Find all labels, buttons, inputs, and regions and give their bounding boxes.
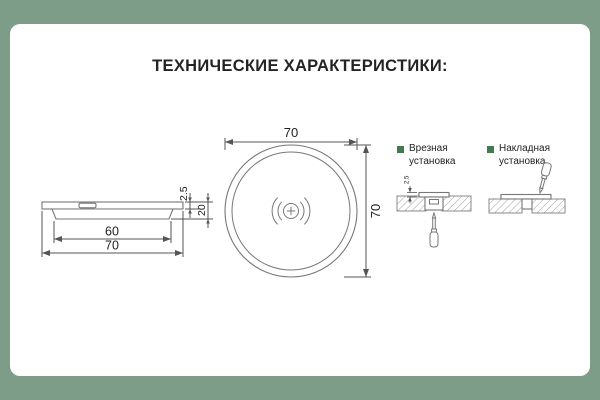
dim-diameter-horizontal: 70: [284, 125, 298, 140]
screwdriver-icon: [539, 162, 552, 195]
dim-body-width: 60: [105, 225, 119, 239]
top-view: 70 70: [224, 125, 383, 278]
dim-diameter-vertical: 70: [368, 204, 383, 218]
dim-flange-thickness: 2.5: [178, 186, 190, 201]
surface-mount-label: Накладная установка: [499, 143, 551, 167]
wireless-charging-icon: [271, 197, 311, 225]
dim-total-height: 20: [196, 204, 208, 216]
port-detail: [78, 202, 97, 209]
surface-mount-bullet-icon: [487, 146, 494, 153]
page-title: ТЕХНИЧЕСКИЕ ХАРАКТЕРИСТИКИ:: [152, 57, 448, 75]
flush-mount-bullet-icon: [397, 146, 404, 153]
mounting-surface-diagram: [488, 162, 566, 214]
side-view: 60 70 2.5 20: [41, 186, 213, 257]
dim-flush-flange: 2.5: [405, 175, 411, 184]
screwdriver-icon: [429, 211, 439, 248]
mounting-flush-diagram: 2.5: [396, 175, 472, 248]
dim-flange-width: 70: [105, 239, 119, 253]
flush-mount-label: Врезная установка: [409, 143, 456, 167]
